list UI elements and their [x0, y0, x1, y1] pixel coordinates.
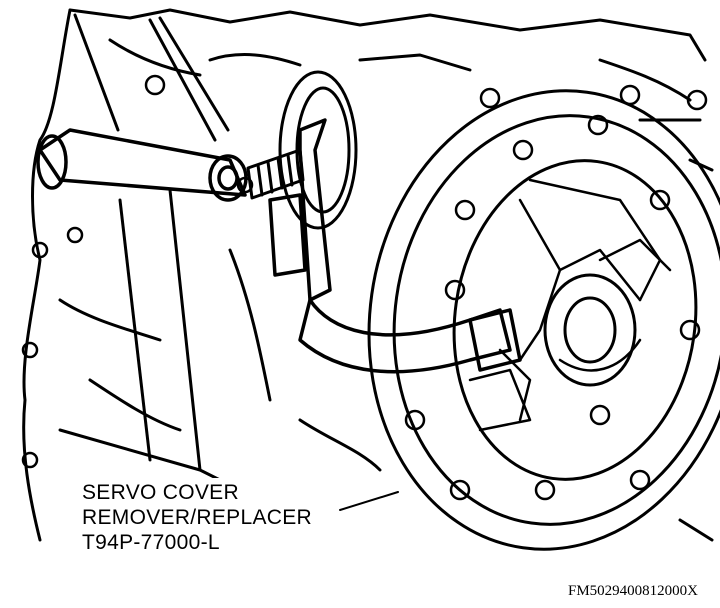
- flange-bolts: [404, 114, 701, 501]
- callout-line-3: T94P-77000-L: [82, 531, 220, 554]
- tool-handle-icon: [36, 118, 522, 374]
- figure-id: FM5029400812000X: [567, 583, 698, 599]
- callout-line-1: SERVO COVER: [82, 481, 239, 504]
- bolt-icon: [246, 148, 305, 200]
- case-bolts: [21, 74, 708, 469]
- tool-callout-label: SERVO COVER REMOVER/REPLACER T94P-77000-…: [80, 478, 317, 557]
- callout-leader-line: [339, 491, 399, 511]
- servo-piston-detail: [468, 178, 672, 432]
- servo-cover-icon: [278, 70, 358, 230]
- transmission-case: [22, 8, 714, 542]
- servo-bore-flange: [367, 89, 720, 551]
- support-rods: [73, 13, 230, 142]
- callout-line-2: REMOVER/REPLACER: [82, 506, 313, 529]
